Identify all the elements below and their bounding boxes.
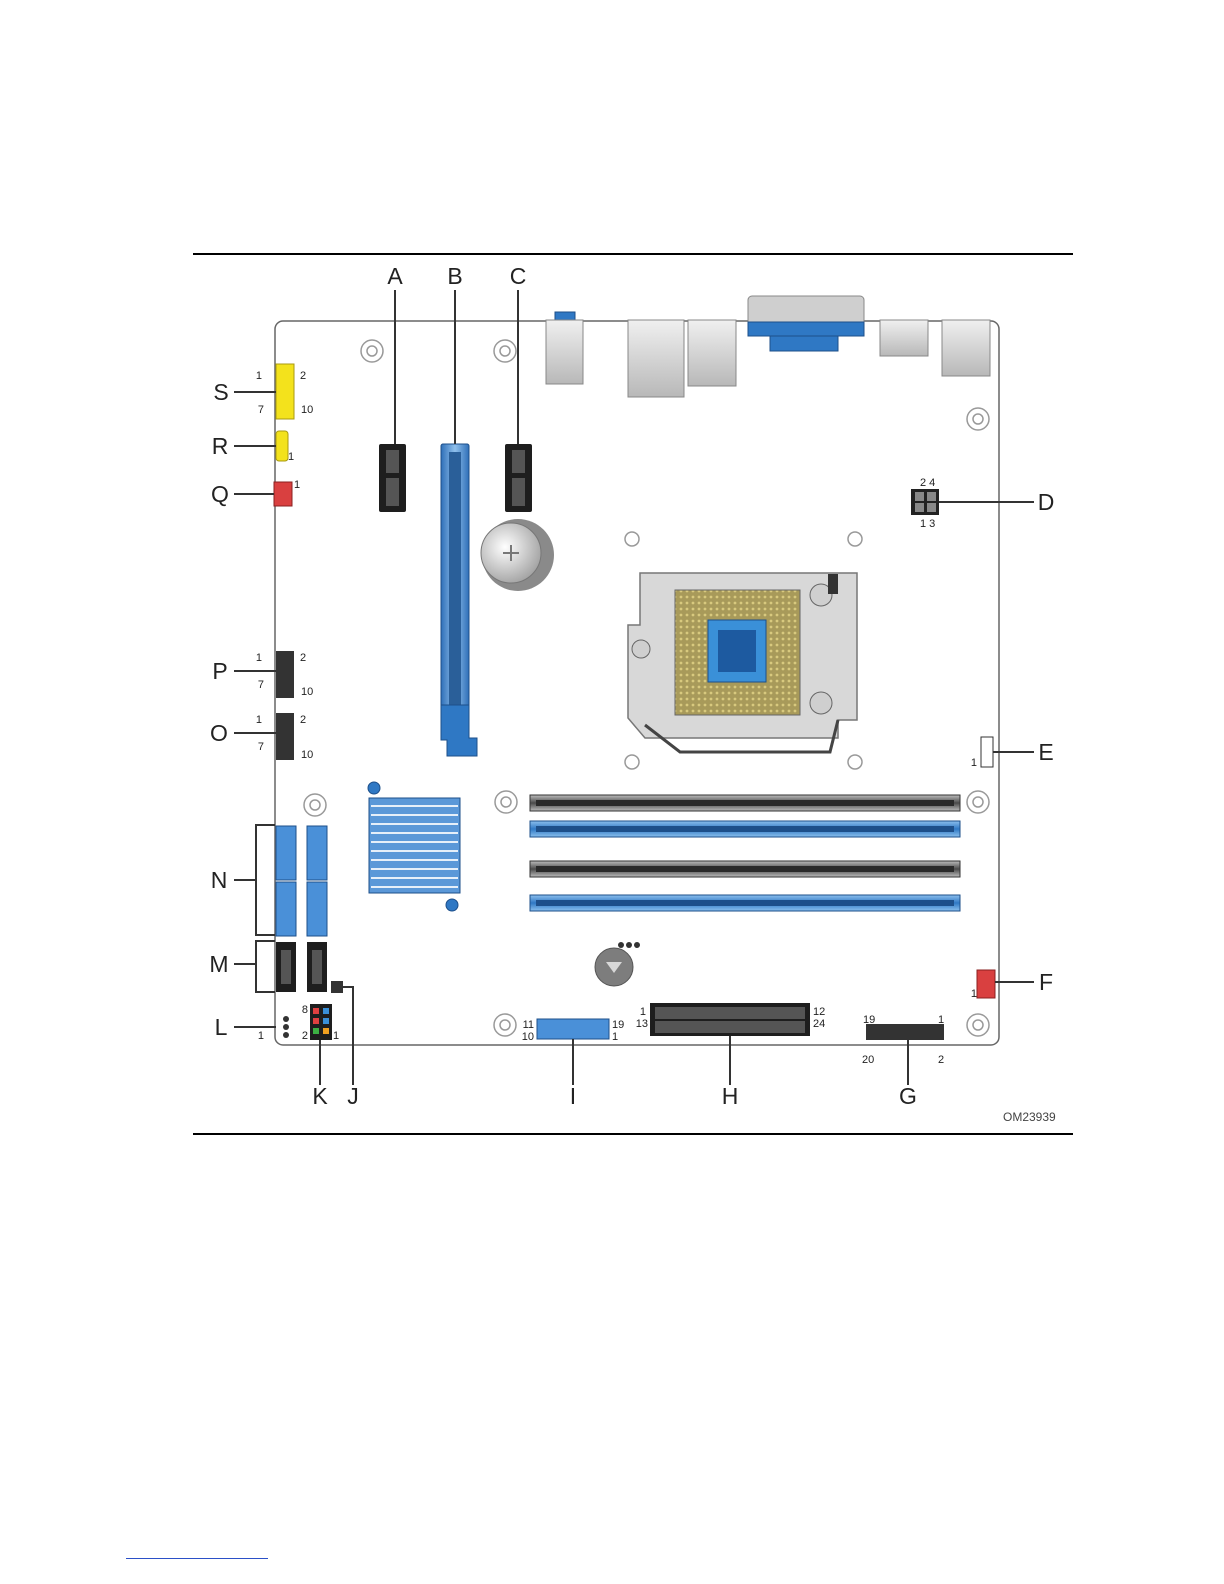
pin-h-tl: 1 xyxy=(640,1006,646,1018)
pin-o-br: 10 xyxy=(301,749,313,761)
pin-h-bl: 13 xyxy=(636,1018,648,1030)
header-g xyxy=(866,1024,944,1040)
callout-o: O xyxy=(210,720,228,746)
pin-d-top: 2 4 xyxy=(920,477,935,489)
atx-power-connector xyxy=(650,1003,810,1036)
pin-e-l: 1 xyxy=(971,757,977,769)
callout-m: M xyxy=(209,951,228,977)
callout-b: B xyxy=(447,263,462,289)
pin-o-tl: 1 xyxy=(256,714,262,726)
callout-a: A xyxy=(387,263,403,289)
pin-o-tr: 2 xyxy=(300,714,306,726)
pin-g-bl: 20 xyxy=(862,1054,874,1066)
dimm-slot-1 xyxy=(530,795,960,811)
pin-p-bl: 7 xyxy=(258,679,264,691)
callout-r: R xyxy=(212,433,229,459)
dimm-slot-4 xyxy=(530,895,960,911)
callout-n: N xyxy=(211,867,228,893)
pin-g-tl: 19 xyxy=(863,1014,875,1026)
header-r xyxy=(276,431,288,461)
pin-p-br: 10 xyxy=(301,686,313,698)
pin-g-br: 2 xyxy=(938,1054,944,1066)
front-panel-header-k xyxy=(310,1004,332,1040)
callout-s: S xyxy=(213,379,228,405)
callout-p: P xyxy=(212,658,227,684)
pin-i-tl: 11 xyxy=(523,1019,534,1031)
chipset-heatsink xyxy=(368,782,460,911)
dimm-slot-2 xyxy=(530,821,960,837)
pin-l-l: 1 xyxy=(258,1030,264,1042)
pin-i-br: 1 xyxy=(612,1031,618,1043)
pin-s-tr: 2 xyxy=(300,370,306,382)
header-o xyxy=(276,713,294,760)
pin-k-r: 1 xyxy=(333,1030,339,1042)
callout-i: I xyxy=(570,1083,576,1109)
callout-e: E xyxy=(1038,739,1053,765)
pin-i-tr: 19 xyxy=(612,1019,624,1031)
callout-g: G xyxy=(899,1083,917,1109)
pin-d-bottom: 1 3 xyxy=(920,518,935,530)
usb-header-i xyxy=(537,1019,609,1039)
pin-k-t: 8 xyxy=(302,1004,308,1016)
pin-o-bl: 7 xyxy=(258,741,264,753)
callout-d: D xyxy=(1038,489,1055,515)
callout-k: K xyxy=(312,1083,328,1109)
pin-s-br: 10 xyxy=(301,404,313,416)
fan-header-q xyxy=(274,482,292,506)
header-p xyxy=(276,651,294,698)
pin-h-br: 24 xyxy=(813,1018,825,1030)
callout-f: F xyxy=(1039,969,1053,995)
callout-c: C xyxy=(510,263,527,289)
callout-h: H xyxy=(722,1083,739,1109)
cpu-socket xyxy=(628,573,857,752)
atx12v-connector-d xyxy=(911,489,939,515)
pin-i-bl: 10 xyxy=(522,1031,534,1043)
pin-h-tr: 12 xyxy=(813,1006,825,1018)
pin-s-tl: 1 xyxy=(256,370,262,382)
callout-l: L xyxy=(215,1014,228,1040)
header-e xyxy=(981,737,993,767)
callout-q: Q xyxy=(211,481,229,507)
pcie-x1-slot-c xyxy=(505,444,532,512)
pin-k-l: 2 xyxy=(302,1030,308,1042)
figure-identifier: OM23939 xyxy=(1003,1110,1056,1124)
pin-p-tl: 1 xyxy=(256,652,262,664)
header-l xyxy=(283,1016,289,1038)
pin-f-l: 1 xyxy=(971,988,977,1000)
dimm-slot-3 xyxy=(530,861,960,877)
pin-s-bl: 7 xyxy=(258,404,264,416)
pin-r-b: 1 xyxy=(288,451,294,463)
pcie-x1-slot-a xyxy=(379,444,406,512)
header-s xyxy=(276,364,294,419)
pin-g-tr: 1 xyxy=(938,1014,944,1026)
pin-p-tr: 2 xyxy=(300,652,306,664)
fan-header-f xyxy=(977,970,995,998)
header-j xyxy=(331,981,343,993)
pin-q-r: 1 xyxy=(294,479,300,491)
callout-j: J xyxy=(347,1083,359,1109)
